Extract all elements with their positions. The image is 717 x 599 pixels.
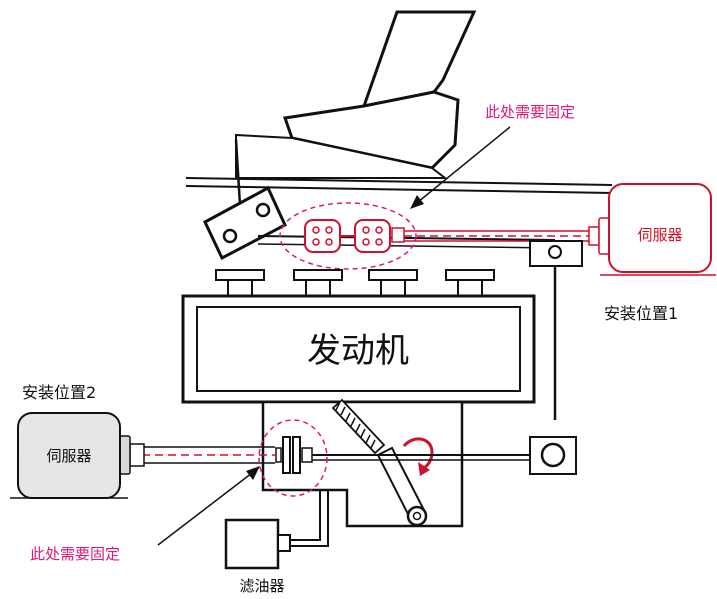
upper-rails	[185, 177, 613, 194]
engine-block: 发动机	[181, 294, 536, 404]
oil-filter-label: 滤油器	[239, 577, 284, 595]
oil-filter	[224, 490, 329, 570]
pivot-bracket	[203, 185, 287, 261]
fix-note-top: 此处需要固定	[485, 103, 575, 121]
spring	[331, 398, 386, 455]
upper-fix-coupling	[304, 219, 405, 253]
servo-unit-1: 伺服器	[598, 183, 716, 276]
servo-unit-2: 伺服器	[10, 412, 131, 499]
rotation-arrow	[402, 437, 434, 476]
fix-note-bottom: 此处需要固定	[30, 545, 120, 563]
fix-arrow-bottom	[157, 466, 260, 546]
servo-label-2: 伺服器	[46, 447, 91, 465]
install-position-1-label: 安装位置1	[604, 304, 678, 323]
lower-servo-rod	[129, 443, 275, 467]
lower-pulley-block	[529, 436, 577, 475]
install-position-2-label: 安装位置2	[22, 383, 96, 402]
lever-arm	[376, 446, 428, 527]
engine-label: 发动机	[307, 331, 409, 371]
lower-fix-highlight	[258, 419, 328, 497]
engine-caps	[215, 269, 495, 298]
lower-linkage-rod	[312, 454, 532, 461]
upper-fix-highlight	[279, 202, 417, 270]
fix-arrow-top	[410, 126, 511, 209]
upper-pulley-block	[529, 240, 583, 267]
pedal	[234, 10, 477, 206]
servo-label-1: 伺服器	[637, 226, 682, 244]
lower-fix-coupling	[275, 436, 313, 474]
